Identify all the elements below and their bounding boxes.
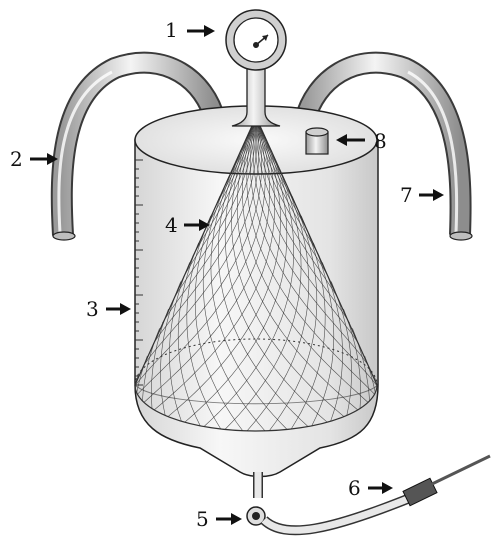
label-1-text: 1 bbox=[165, 18, 178, 42]
label-5: 5 bbox=[196, 507, 242, 531]
label-2-text: 2 bbox=[10, 147, 23, 171]
arrow-right-icon bbox=[419, 189, 444, 201]
label-2: 2 bbox=[10, 147, 58, 171]
arrow-right-icon bbox=[216, 513, 242, 525]
label-3: 3 bbox=[86, 297, 131, 321]
arrow-right-icon bbox=[106, 303, 131, 315]
label-4-text: 4 bbox=[165, 213, 178, 237]
inlet-pipe bbox=[306, 128, 328, 154]
arrow-right-icon bbox=[368, 482, 393, 494]
label-5-text: 5 bbox=[196, 507, 209, 531]
label-8-text: 8 bbox=[374, 129, 387, 153]
label-6-text: 6 bbox=[348, 476, 361, 500]
label-6: 6 bbox=[348, 476, 393, 500]
label-7: 7 bbox=[400, 183, 444, 207]
label-1: 1 bbox=[165, 18, 215, 42]
label-7-text: 7 bbox=[400, 183, 413, 207]
label-3-text: 3 bbox=[86, 297, 99, 321]
arrow-right-icon bbox=[187, 25, 215, 37]
